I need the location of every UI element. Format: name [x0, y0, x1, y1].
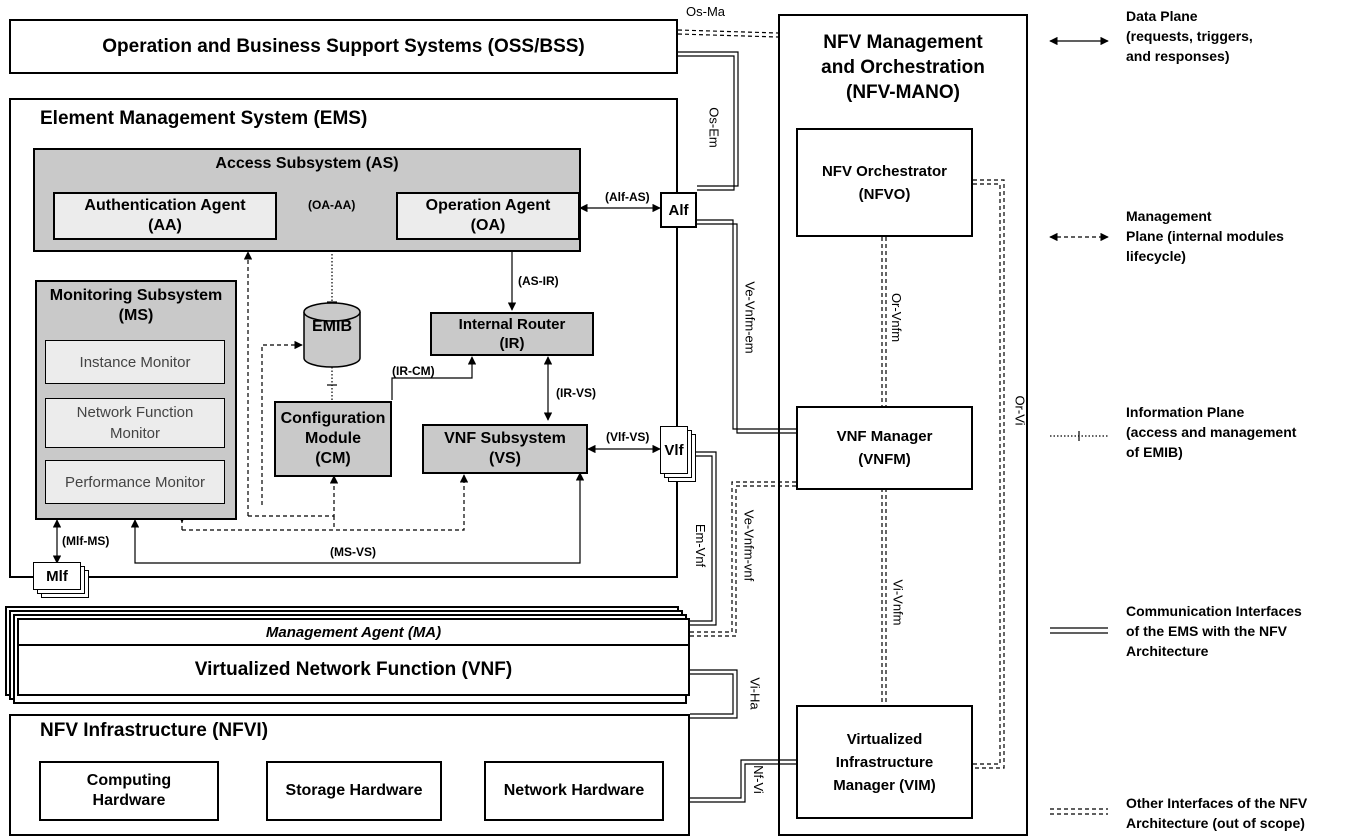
- legend-management-plane: Management Plane (internal modules lifec…: [1126, 208, 1284, 264]
- mlf-ms-label: (Mlf-MS): [62, 534, 110, 548]
- nfv-orchestrator-label: NFV Orchestrator (NFVO): [821, 162, 948, 203]
- ir-vs-label: (IR-VS): [556, 386, 596, 400]
- oss-bss-label: Operation and Business Support Systems (…: [102, 35, 585, 57]
- oss-bss-box: Operation and Business Support Systems (…: [9, 19, 678, 74]
- operation-agent: Operation Agent (OA): [396, 192, 580, 240]
- ms-vs-label: (MS-VS): [330, 545, 376, 559]
- instance-monitor-label: Instance Monitor: [79, 353, 191, 371]
- virtualized-infrastructure-manager: Virtualized Infrastructure Manager (VIM): [796, 705, 973, 819]
- os-em-label: Os-Em: [706, 107, 722, 148]
- legend-symbols: [1049, 36, 1109, 815]
- ve-vnfm-vnf-label: Ve-Vnfm-vnf: [741, 509, 757, 582]
- ems-title: Element Management System (EMS): [40, 108, 368, 129]
- nfv-mano-title: NFV Management and Orchestration (NFV-MA…: [821, 32, 985, 103]
- configuration-module-label: Configuration Module (CM): [280, 410, 386, 467]
- os-ma-label: Os-Ma: [686, 4, 725, 19]
- vim-label: Virtualized Infrastructure Manager (VIM): [833, 730, 936, 794]
- emib-cylinder: [303, 302, 361, 368]
- network-hardware-label: Network Hardware: [503, 782, 645, 799]
- em-vnf-label: Em-Vnf: [693, 523, 709, 568]
- network-function-monitor: Network Function Monitor: [45, 398, 225, 448]
- legend-communication-interfaces: Communication Interfaces of the EMS with…: [1126, 603, 1302, 659]
- legend-data-plane: Data Plane (requests, triggers, and resp…: [1126, 8, 1253, 64]
- legend-other-interfaces: Other Interfaces of the NFV Architecture…: [1126, 795, 1308, 831]
- ems-container: [9, 98, 678, 578]
- network-function-monitor-label: Network Function Monitor: [76, 404, 194, 442]
- management-agent-bar: Management Agent (MA): [19, 620, 688, 646]
- nfv-orchestrator: NFV Orchestrator (NFVO): [796, 128, 973, 237]
- ve-vnfm-em-label: Ve-Vnfm-em: [742, 281, 758, 354]
- oa-aa-label: (OA-AA): [308, 198, 356, 212]
- nfvi-title: NFV Infrastructure (NFVI): [40, 720, 269, 741]
- management-plane-arrows: [177, 251, 469, 531]
- configuration-module: Configuration Module (CM): [274, 401, 392, 477]
- internal-router: Internal Router (IR): [430, 312, 594, 356]
- other-interface-lines: [677, 29, 1005, 769]
- management-agent-label: Management Agent (MA): [265, 623, 442, 641]
- vi-vnfm-label: Vi-Vnfm: [890, 579, 906, 626]
- mlf-interface: Mlf: [33, 562, 81, 590]
- vnf-manager-label: VNF Manager (VNFM): [836, 428, 933, 468]
- internal-router-label: Internal Router (IR): [458, 316, 566, 352]
- alf-label: Alf: [668, 201, 689, 219]
- vlf-interface: Vlf: [660, 426, 688, 474]
- vnf-label-wrap: Virtualized Network Function (VNF): [19, 646, 688, 694]
- alf-as-label: (Alf-AS): [605, 190, 650, 204]
- vnf-box: Management Agent (MA) Virtualized Networ…: [17, 618, 690, 696]
- network-hardware: Network Hardware: [484, 761, 664, 821]
- comm-interface-lines: [678, 51, 797, 803]
- vlf-label: Vlf: [664, 441, 684, 459]
- instance-monitor: Instance Monitor: [45, 340, 225, 384]
- vnf-manager: VNF Manager (VNFM): [796, 406, 973, 490]
- or-vi-label: Or-Vi: [1012, 395, 1028, 426]
- computing-hardware: Computing Hardware: [39, 761, 219, 821]
- ir-cm-label: (IR-CM): [392, 364, 435, 378]
- alf-interface: Alf: [660, 192, 697, 228]
- monitoring-subsystem-title: Monitoring Subsystem (MS): [49, 287, 223, 324]
- vnf-subsystem-label: VNF Subsystem (VS): [444, 430, 566, 467]
- access-subsystem-title: Access Subsystem (AS): [215, 155, 399, 172]
- authentication-agent-label: Authentication Agent (AA): [84, 197, 246, 234]
- as-ir-label: (AS-IR): [518, 274, 559, 288]
- storage-hardware-label: Storage Hardware: [285, 782, 423, 799]
- storage-hardware: Storage Hardware: [266, 761, 442, 821]
- vlf-vs-label: (Vlf-VS): [606, 430, 650, 444]
- legend-information-plane: Information Plane (access and management…: [1126, 404, 1297, 460]
- computing-hardware-label: Computing Hardware: [86, 772, 172, 809]
- emib-label: EMIB: [312, 318, 352, 335]
- operation-agent-label: Operation Agent (OA): [425, 197, 551, 234]
- authentication-agent: Authentication Agent (AA): [53, 192, 277, 240]
- vnf-label: Virtualized Network Function (VNF): [194, 659, 513, 680]
- vnf-subsystem: VNF Subsystem (VS): [422, 424, 588, 474]
- performance-monitor-label: Performance Monitor: [64, 473, 206, 491]
- mlf-label: Mlf: [46, 567, 68, 585]
- nfv-mano-container: [778, 14, 1028, 836]
- nf-vi-label: Nf-Vi: [750, 765, 766, 794]
- vi-ha-label: Vi-Ha: [747, 677, 763, 710]
- or-vnfm-label: Or-Vnfm: [889, 292, 905, 343]
- performance-monitor: Performance Monitor: [45, 460, 225, 504]
